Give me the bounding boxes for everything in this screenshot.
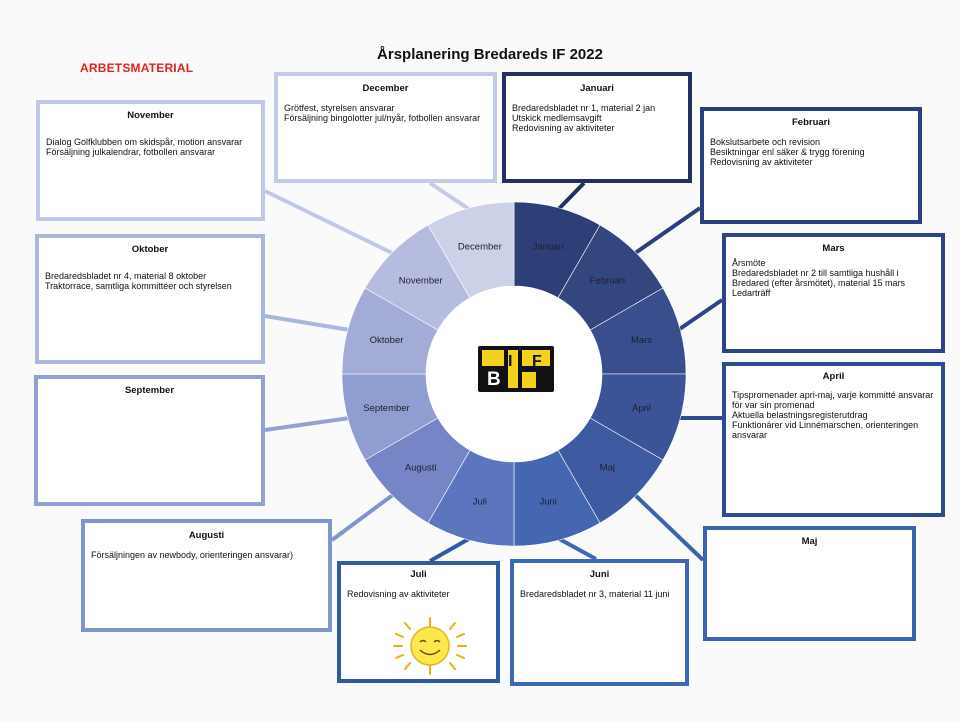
box-line: Försäljning julkalendrar, fotbollen ansv…: [46, 147, 216, 157]
box-title: Juni: [589, 569, 610, 580]
box-title: Januari: [580, 83, 614, 94]
wheel-label-januari: Januari: [533, 241, 564, 252]
box-line: Bredaredsbladet nr 4, material 8 oktober: [45, 271, 207, 281]
box-line: Ledarträff: [732, 288, 771, 298]
box-line: Redovisning av aktiviteter: [512, 123, 615, 133]
wheel-label-december: December: [458, 241, 502, 252]
connector-line-mars: [677, 298, 724, 332]
box-line: Traktorrace, samtliga kommittéer och sty…: [45, 281, 232, 291]
box-line: Försäljningen av newbody, orienteringen …: [91, 550, 293, 560]
wheel-label-oktober: Oktober: [370, 335, 404, 346]
box-line: Tipspromenader apri-maj, varje kommitté …: [732, 390, 936, 410]
logo-letter-i: I: [508, 353, 512, 370]
box-title: September: [124, 385, 175, 396]
connector-line-december: [428, 181, 472, 212]
connector-line-november: [264, 189, 395, 256]
wheel-label-september: September: [363, 403, 409, 414]
box-line: Redovisning av aktiviteter: [347, 589, 450, 599]
box-title: Mars: [822, 243, 845, 254]
page-title: Årsplanering Bredareds IF 2022: [377, 46, 603, 63]
draft-stamp: ARBETSMATERIAL: [80, 61, 194, 75]
connector-line-februari: [633, 206, 702, 256]
box-juli: Juli Redovisning av aktiviteter: [337, 561, 500, 683]
box-oktober: Oktober Bredaredsbladet nr 4, material 8…: [35, 234, 265, 364]
box-line: Dialog Golfklubben om skidspår, motion a…: [46, 137, 243, 147]
connector-line-oktober: [264, 314, 351, 332]
box-line: Bredaredsbladet nr 3, material 11 juni: [520, 589, 670, 599]
box-januari: Januari Bredaredsbladet nr 1, material 2…: [502, 72, 692, 183]
connector-line-juli: [429, 536, 471, 563]
connector-line-augusti: [330, 492, 395, 542]
box-title: Augusti: [188, 530, 225, 541]
box-line: Årsmöte: [732, 258, 766, 268]
box-augusti: Augusti Försäljningen av newbody, orient…: [81, 519, 332, 632]
box-september: September: [34, 375, 265, 506]
box-line: Bredaredsbladet nr 1, material 2 jan: [512, 103, 656, 113]
connector-line-maj: [632, 492, 705, 562]
box-februari: Februari Bokslutsarbete och revision Bes…: [700, 107, 922, 224]
logo-letter-f: F: [532, 353, 542, 370]
box-title: Februari: [791, 117, 830, 128]
box-maj: Maj: [703, 526, 916, 641]
connector-line-september: [264, 416, 351, 432]
wheel-label-augusti: Augusti: [405, 462, 437, 473]
box-title: April: [822, 371, 845, 382]
box-title: Oktober: [131, 244, 169, 255]
box-line: Försäljning bingolotter jul/nyår, fotbol…: [284, 113, 481, 123]
box-december: December Grötfest, styrelsen ansvarar Fö…: [274, 72, 497, 183]
box-april: April Tipspromenader apri-maj, varje kom…: [722, 362, 945, 517]
box-line: Bokslutsarbete och revision: [710, 137, 821, 147]
bif-logo: B I F: [478, 346, 554, 392]
connector-lines: [264, 181, 724, 563]
logo-letter-b: B: [487, 369, 501, 390]
wheel-label-juli: Juli: [473, 497, 487, 508]
box-november: November Dialog Golfklubben om skidspår,…: [36, 100, 265, 221]
box-title: Juli: [410, 569, 427, 580]
box-line: Utskick medlemsavgift: [512, 113, 602, 123]
wheel-label-februari: Februari: [590, 276, 625, 287]
box-line: Aktuella belastningsregisterutdrag: [732, 410, 868, 420]
box-line: Redovisning av aktiviteter: [710, 157, 813, 167]
box-title: Maj: [801, 536, 818, 547]
connector-line-juni: [557, 536, 597, 561]
box-line: Grötfest, styrelsen ansvarar: [284, 103, 395, 113]
box-line: Funktionärer vid Linnémarschen, orienter…: [732, 420, 921, 440]
wheel-label-maj: Maj: [600, 462, 615, 473]
wheel-label-juni: Juni: [539, 497, 556, 508]
box-mars: Mars Årsmöte Bredaredsbladet nr 2 till s…: [722, 233, 945, 353]
box-title: November: [127, 110, 174, 121]
sun-icon: [393, 617, 467, 675]
wheel-label-november: November: [399, 276, 443, 287]
box-title: December: [362, 83, 409, 94]
wheel-label-mars: Mars: [631, 335, 652, 346]
box-juni: Juni Bredaredsbladet nr 3, material 11 j…: [510, 559, 689, 686]
wheel-segments: [341, 201, 687, 547]
box-line: Besiktningar enl säker & trygg förening: [710, 147, 865, 157]
connector-line-januari: [556, 181, 586, 212]
box-line: Bredaredsbladet nr 2 till samtliga hushå…: [732, 268, 906, 288]
wheel-label-april: April: [632, 403, 651, 414]
